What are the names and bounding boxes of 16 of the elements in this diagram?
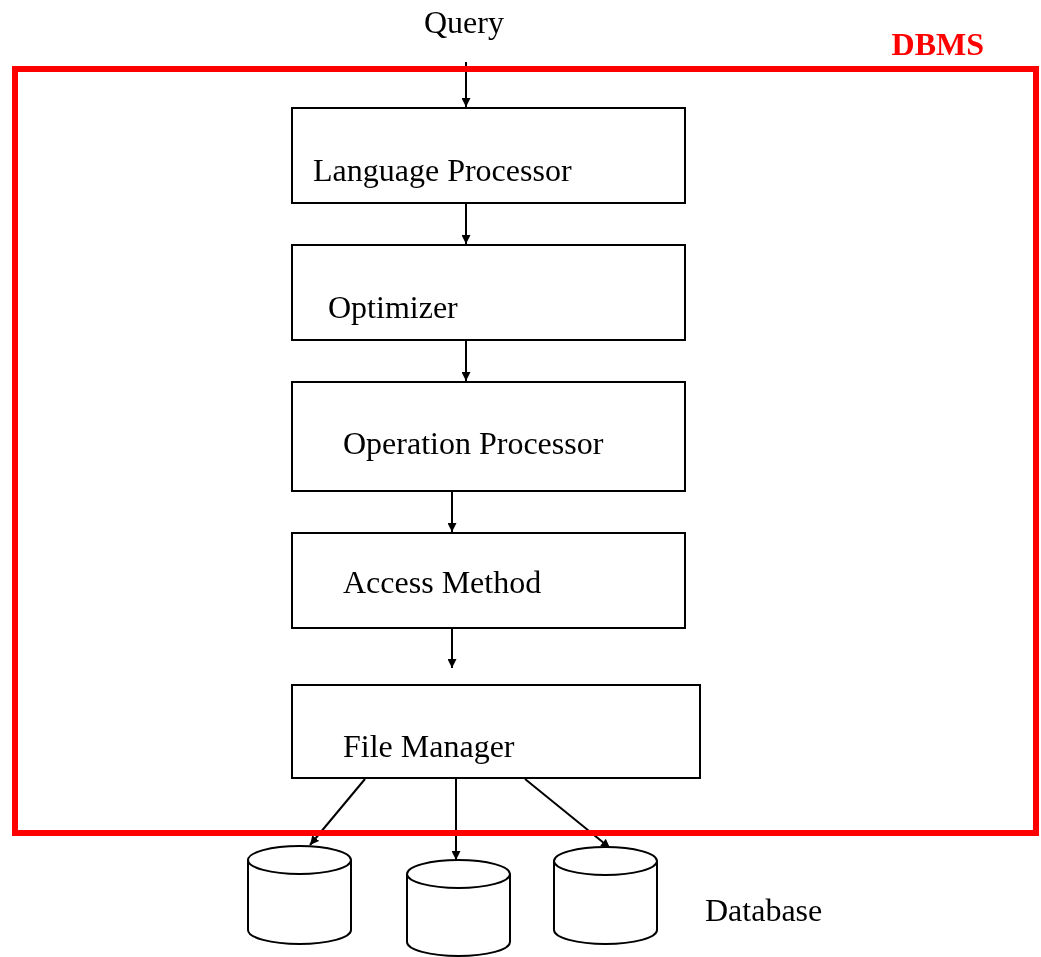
arrow: [461, 203, 471, 245]
arrow: [524, 778, 611, 849]
process-box: Optimizer: [291, 244, 686, 341]
arrow: [447, 628, 457, 669]
arrow: [447, 491, 457, 533]
process-box: File Manager: [291, 684, 701, 779]
process-box: Operation Processor: [291, 381, 686, 492]
container-title: DBMS: [891, 26, 984, 62]
process-box: Access Method: [291, 532, 686, 629]
arrow: [461, 61, 471, 108]
arrow: [461, 340, 471, 382]
arrow: [309, 778, 366, 846]
process-box: Language Processor: [291, 107, 686, 204]
storage-label: Database: [705, 892, 823, 928]
arrow: [451, 778, 461, 861]
input-label: Query: [424, 4, 504, 40]
